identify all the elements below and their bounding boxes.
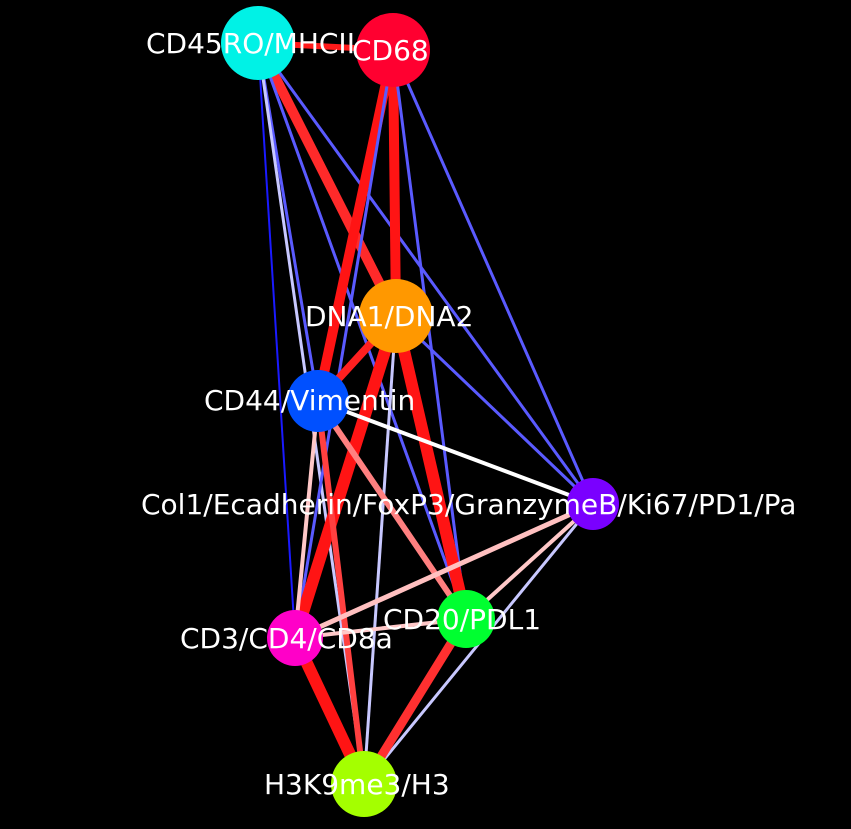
node-h3k9me3-h3: [331, 751, 397, 817]
node-cd45ro-mhcii-label: CD45RO/MHCII: [146, 27, 355, 60]
edge-cd45ro-dna: [253, 38, 401, 321]
edge-cd68-cd20: [391, 48, 468, 621]
node-cd20-pdl1: [437, 590, 495, 648]
edge-cd44-cd3: [293, 399, 320, 640]
label-layer: CD45RO/MHCIICD68DNA1/DNA2CD44/VimentinCo…: [141, 27, 796, 801]
node-cd45ro-mhcii: [221, 6, 295, 80]
edge-cd45ro-cd20: [256, 41, 468, 621]
edge-cd68-cd44: [313, 45, 398, 406]
node-dna1-dna2: [359, 279, 433, 353]
node-cd44-vimentin: [287, 370, 349, 432]
node-cd3-cd4-cd8a: [267, 610, 323, 666]
node-h3k9me3-h3-label: H3K9me3/H3: [264, 768, 450, 801]
edge-cd44-h3k9: [315, 398, 367, 787]
node-cd68-label: CD68: [352, 34, 429, 67]
edge-cd44-col1: [316, 399, 595, 506]
edge-cd44-cd20: [315, 398, 469, 622]
node-cd44-vimentin-label: CD44/Vimentin: [204, 384, 415, 417]
edge-cd68-dna: [388, 45, 401, 321]
node-col1-ecadherin-label: Col1/Ecadherin/FoxP3/GranzymeB/Ki67/PD1/…: [141, 488, 796, 521]
edge-cd68-col1: [391, 48, 595, 506]
edge-dna-cd3: [289, 310, 402, 644]
edge-cd45ro-col1: [256, 41, 595, 506]
node-cd3-cd4-cd8a-label: CD3/CD4/CD8a: [180, 622, 393, 655]
node-dna1-dna2-label: DNA1/DNA2: [305, 300, 473, 333]
edge-dna-h3k9: [362, 314, 398, 786]
node-cd68: [356, 13, 430, 87]
edge-col1-cd3: [292, 501, 596, 641]
edge-cd68-cd3: [293, 48, 395, 640]
node-cd20-pdl1-label: CD20/PDL1: [383, 603, 541, 636]
node-layer: [221, 6, 619, 817]
edge-cd45ro-cd3: [257, 42, 296, 639]
edge-dna-col1: [394, 314, 595, 506]
node-col1-ecadherin: [567, 478, 619, 530]
